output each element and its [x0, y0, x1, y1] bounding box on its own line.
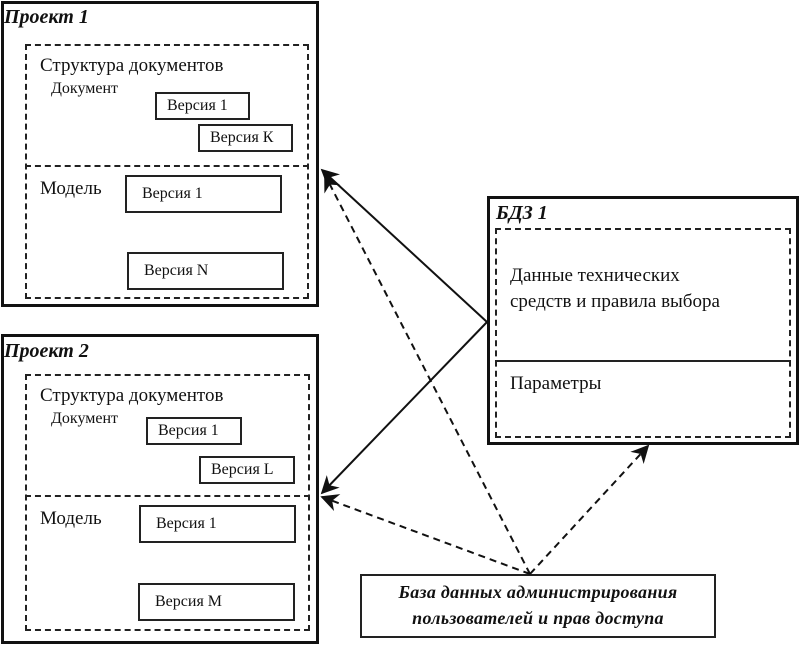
project-2-document-label: Документ	[51, 410, 119, 427]
arrow-bdz-to-project-1	[320, 168, 488, 323]
project-2-model-version-m: Версия M	[138, 583, 295, 621]
project-1-document-label: Документ	[51, 80, 119, 97]
project-2-title: Проект 2	[4, 340, 89, 362]
project-1-model-label: Модель	[40, 178, 102, 199]
project-1-doc-version-1: Версия 1	[155, 92, 250, 120]
project-2-inner-frame	[25, 374, 310, 631]
bdz-inner-frame	[495, 228, 791, 438]
project-1-doc-version-k: Версия К	[198, 124, 293, 152]
bdz-title: БДЗ 1	[496, 202, 548, 224]
bdz-data-label-line1: Данные технических	[510, 265, 680, 286]
arrow-bdz-to-project-2	[320, 321, 488, 495]
project-2-model-version-1: Версия 1	[139, 505, 296, 543]
project-2-doc-version-1: Версия 1	[146, 417, 242, 445]
bdz-box	[487, 196, 799, 445]
bdz-data-label-line2: средств и правила выбора	[510, 291, 720, 312]
bdz-params-label: Параметры	[510, 373, 602, 394]
arrow-admin-to-bdz	[529, 444, 650, 575]
arrow-admin-to-project-1	[324, 173, 531, 575]
project-1-inner-frame	[25, 44, 309, 299]
admin-db-box: База данных администрирования пользовате…	[360, 574, 716, 638]
admin-db-line1: База данных администрирования	[398, 582, 678, 602]
project-1-title: Проект 1	[4, 6, 89, 28]
admin-db-line2: пользователей и прав доступа	[412, 608, 664, 628]
arrow-admin-to-project-2	[320, 494, 531, 575]
project-1-doc-structure-label: Структура документов	[40, 55, 224, 76]
project-1-divider	[25, 165, 309, 167]
project-1-model-version-1: Версия 1	[125, 175, 282, 213]
bdz-divider	[495, 360, 791, 362]
project-2-model-label: Модель	[40, 508, 102, 529]
project-2-doc-version-l: Версия L	[199, 456, 295, 484]
project-1-model-version-n: Версия N	[127, 252, 284, 290]
project-2-divider	[25, 495, 310, 497]
project-2-doc-structure-label: Структура документов	[40, 385, 224, 406]
